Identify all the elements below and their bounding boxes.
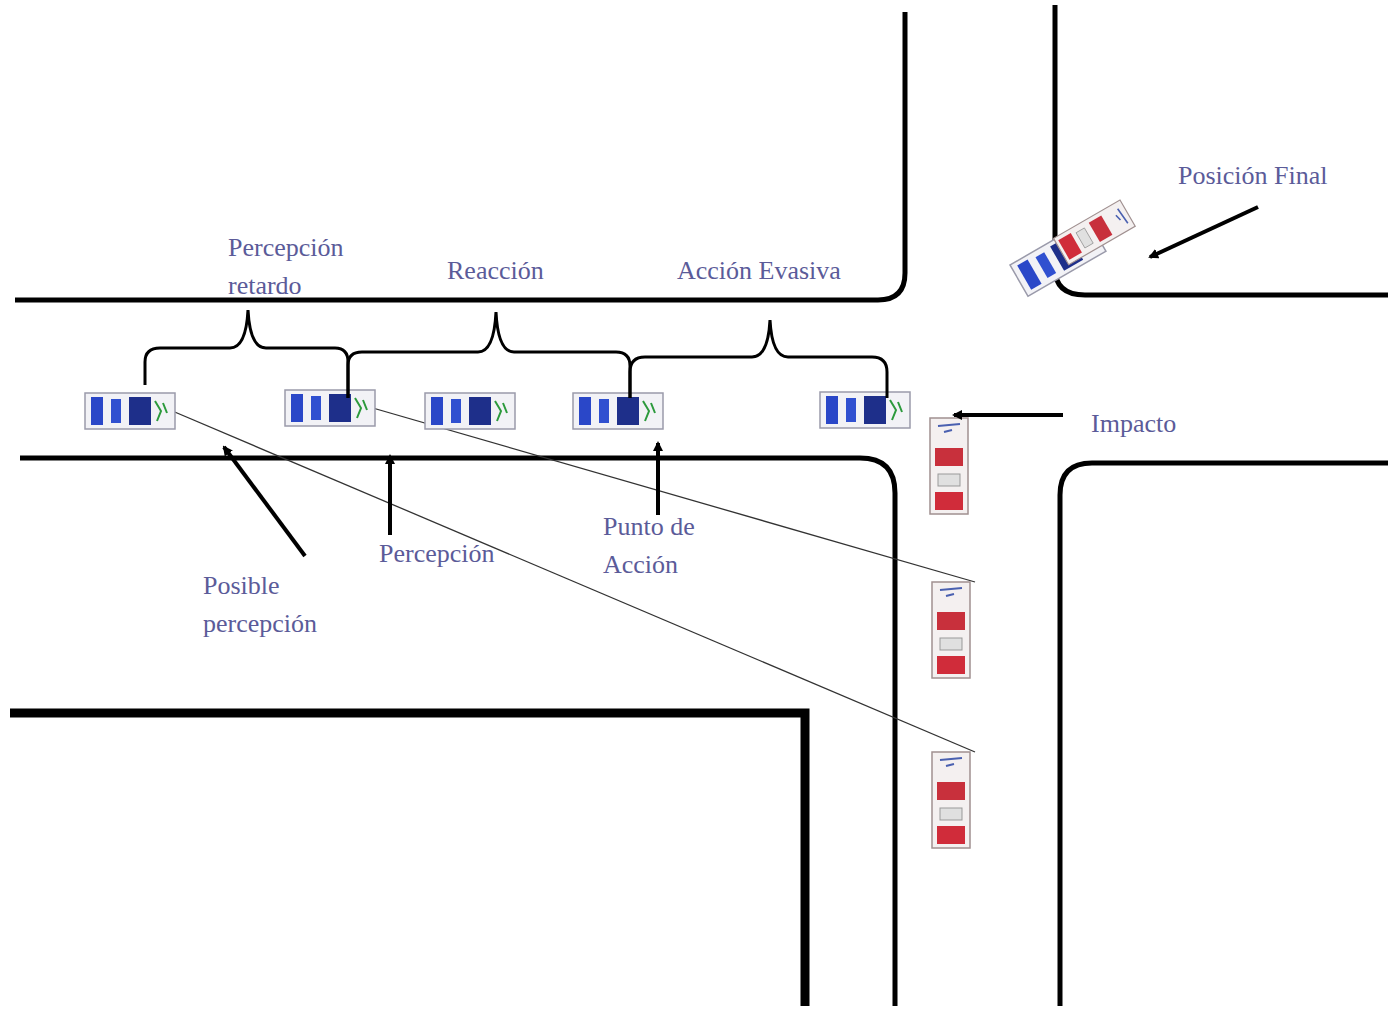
callout-label: Punto de Acción (603, 508, 728, 584)
callout-label: Posible percepción (203, 567, 353, 643)
annotation-label: Posición Final (1178, 157, 1328, 195)
annotation-label: Percepción retardo (228, 229, 378, 305)
annotation-label: Acción Evasiva (677, 252, 841, 290)
callout-label: Impacto (1091, 405, 1176, 443)
annotation-label: Reacción (447, 252, 544, 290)
callout-label: Percepción (379, 535, 495, 573)
